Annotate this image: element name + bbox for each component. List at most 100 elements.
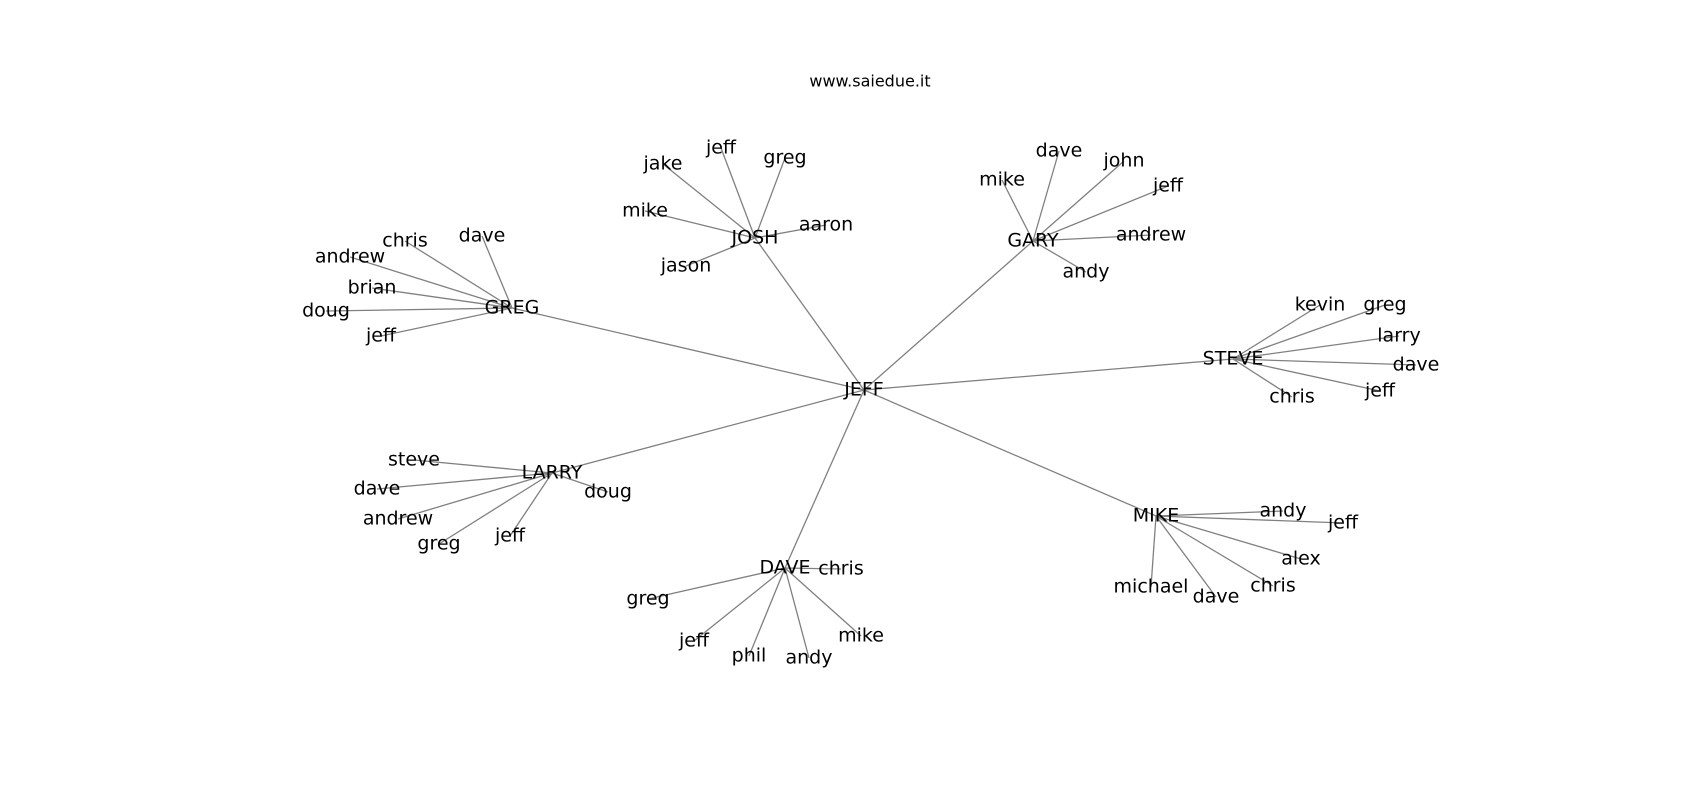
edge-mike-jeff — [1155, 515, 1344, 524]
edge-josh-jake — [662, 163, 756, 239]
leaf-node-label: dave — [1036, 140, 1083, 162]
edge-josh-jason — [685, 237, 756, 267]
leaf-node-label: aaron — [799, 214, 853, 236]
leaf-node-label: greg — [763, 147, 806, 169]
leaf-node-label: andy — [1063, 261, 1110, 283]
edge-mike-chris — [1155, 515, 1274, 587]
leaf-node-label: dave — [459, 225, 506, 247]
edge-steve-greg — [1232, 304, 1386, 360]
edge-steve-larry — [1232, 335, 1400, 360]
center-node-label: JEFF — [843, 379, 883, 401]
hub-node-label: LARRY — [522, 462, 583, 484]
edge-josh-jeff — [720, 147, 756, 239]
edge-gary-mike — [1001, 179, 1034, 242]
edge-center-josh — [754, 237, 865, 391]
leaf-node-label: andy — [1260, 500, 1307, 522]
edge-dave-jeff — [693, 567, 786, 642]
edge-greg-brian — [371, 287, 513, 309]
hub-node-label: GARY — [1007, 230, 1059, 252]
leaf-node-label: doug — [302, 300, 350, 322]
leaf-node-label: jeff — [1364, 380, 1396, 402]
edge-mike-michael — [1150, 515, 1157, 588]
leaf-node-label: alex — [1281, 548, 1321, 570]
edge-steve-dave — [1232, 358, 1417, 366]
edge-center-greg — [511, 307, 865, 391]
edge-layer — [325, 147, 1417, 659]
leaf-node-label: john — [1103, 150, 1145, 172]
edge-gary-andy — [1032, 240, 1087, 273]
leaf-node-label: jake — [643, 153, 683, 175]
leaf-node-label: kevin — [1295, 294, 1346, 316]
edge-josh-aaron — [754, 224, 827, 239]
edge-center-larry — [551, 389, 865, 474]
leaf-node-label: jeff — [705, 137, 737, 159]
leaf-node-label: greg — [417, 533, 460, 555]
leaf-node-label: andrew — [363, 508, 433, 530]
leaf-node-label: larry — [1377, 325, 1420, 347]
hub-node-label: STEVE — [1203, 348, 1264, 370]
edge-dave-greg — [647, 567, 786, 600]
leaf-node-label: jeff — [1152, 175, 1184, 197]
edge-mike-andy — [1155, 510, 1284, 517]
hub-node-label: JOSH — [731, 227, 779, 249]
leaf-node-label: chris — [1250, 575, 1295, 597]
leaf-node-label: doug — [584, 481, 632, 503]
leaf-node-label: jason — [660, 255, 712, 277]
leaf-node-label: mike — [622, 200, 668, 222]
edge-center-dave — [784, 389, 865, 569]
leaf-node-label: jeff — [365, 325, 397, 347]
leaf-node-label: jeff — [678, 630, 710, 652]
edge-dave-andy — [784, 567, 810, 659]
edge-larry-dave — [376, 472, 553, 490]
edge-larry-jeff — [509, 472, 553, 537]
leaf-node-label: greg — [1363, 294, 1406, 316]
edge-steve-chris — [1232, 358, 1293, 398]
edge-larry-greg — [438, 472, 553, 545]
edge-center-mike — [863, 389, 1157, 517]
leaf-node-label: dave — [1193, 586, 1240, 608]
leaf-node-label: andrew — [1116, 224, 1186, 246]
leaf-node-label: steve — [388, 449, 440, 471]
edge-greg-andrew — [349, 256, 513, 309]
edge-mike-dave — [1155, 515, 1217, 598]
edge-gary-john — [1032, 160, 1125, 242]
edge-dave-phil — [748, 567, 786, 657]
edge-greg-dave — [481, 235, 513, 309]
leaf-node-label: greg — [626, 588, 669, 610]
leaf-node-label: chris — [818, 558, 863, 580]
edge-center-steve — [863, 358, 1234, 391]
edge-center-gary — [863, 240, 1034, 391]
edge-larry-doug — [551, 472, 609, 493]
edge-josh-greg — [754, 157, 786, 239]
hub-node-label: DAVE — [759, 557, 810, 579]
edge-greg-jeff — [380, 307, 513, 337]
leaf-node-label: mike — [838, 625, 884, 647]
edge-greg-chris — [404, 240, 513, 309]
leaf-node-label: mike — [979, 169, 1025, 191]
graph-title: www.saiedue.it — [809, 72, 930, 91]
leaf-node-label: dave — [354, 478, 401, 500]
leaf-node-label: dave — [1393, 354, 1440, 376]
leaf-node-label: andrew — [315, 246, 385, 268]
leaf-node-label: jeff — [494, 525, 526, 547]
edge-gary-jeff — [1032, 185, 1169, 242]
leaf-node-label: brian — [348, 277, 397, 299]
edge-dave-mike — [784, 567, 862, 637]
edge-steve-jeff — [1232, 358, 1381, 392]
hub-node-label: MIKE — [1133, 505, 1179, 527]
label-layer: jake jeff greg mike aaron jason JOSH dave john mi… — [302, 137, 1439, 669]
hub-node-label: GREG — [485, 297, 540, 319]
edge-dave-chris — [784, 567, 842, 570]
edge-gary-dave — [1032, 150, 1060, 242]
edge-greg-doug — [325, 307, 513, 312]
edge-mike-alex — [1155, 515, 1302, 560]
edge-larry-andrew — [397, 472, 553, 520]
edge-josh-mike — [644, 210, 756, 239]
edge-gary-andrew — [1032, 234, 1152, 242]
edge-larry-steve — [413, 459, 553, 474]
leaf-node-label: michael — [1114, 576, 1189, 598]
leaf-node-label: jeff — [1327, 512, 1359, 534]
leaf-node-label: chris — [382, 230, 427, 252]
leaf-node-label: phil — [732, 645, 767, 667]
